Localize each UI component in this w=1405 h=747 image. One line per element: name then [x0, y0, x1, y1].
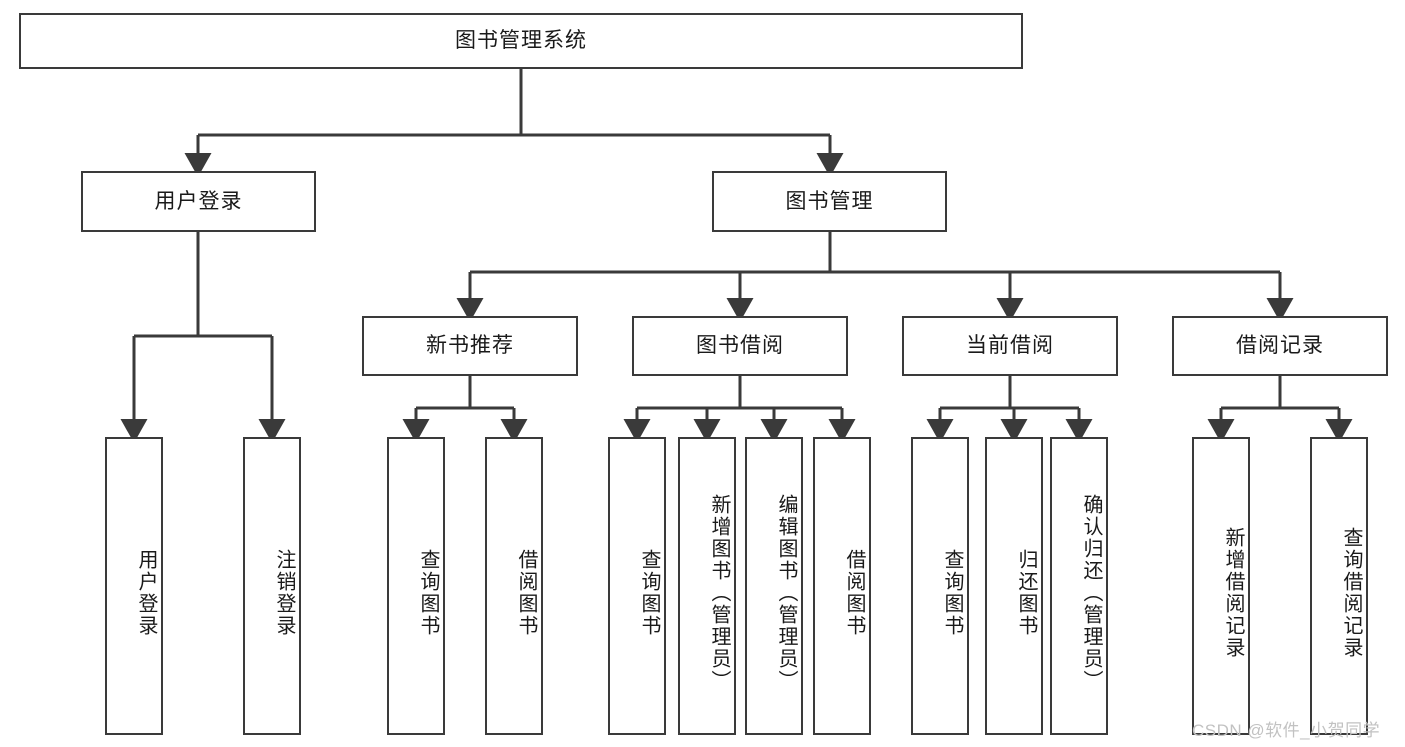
leaf-logout-label: 注销登录: [273, 549, 295, 637]
leaf-query-book-2-label: 查询图书: [638, 549, 660, 637]
node-borrow-records-label: 借阅记录: [1236, 334, 1324, 358]
node-book-management[interactable]: 图书管理: [712, 171, 947, 232]
leaf-return-book[interactable]: 归还图书: [985, 437, 1043, 735]
node-book-borrow-label: 图书借阅: [696, 334, 784, 358]
leaf-borrow-book-2[interactable]: 借阅图书: [813, 437, 871, 735]
leaf-confirm-return[interactable]: 确认归还（管理员）: [1050, 437, 1108, 735]
node-book-borrow[interactable]: 图书借阅: [632, 316, 848, 376]
node-borrow-records[interactable]: 借阅记录: [1172, 316, 1388, 376]
leaf-edit-book[interactable]: 编辑图书（管理员）: [745, 437, 803, 735]
node-new-book-recommend[interactable]: 新书推荐: [362, 316, 578, 376]
leaf-query-book-1[interactable]: 查询图书: [387, 437, 445, 735]
leaf-logout[interactable]: 注销登录: [243, 437, 301, 735]
node-new-book-recommend-label: 新书推荐: [426, 334, 514, 358]
csdn-watermark: CSDN @软件_小贺同学: [1192, 721, 1381, 740]
leaf-add-book[interactable]: 新增图书（管理员）: [678, 437, 736, 735]
leaf-add-record[interactable]: 新增借阅记录: [1192, 437, 1250, 735]
node-current-borrow-label: 当前借阅: [966, 334, 1054, 358]
node-user-login[interactable]: 用户登录: [81, 171, 316, 232]
leaf-query-book-3-label: 查询图书: [941, 549, 963, 637]
node-book-management-label: 图书管理: [785, 189, 874, 213]
leaf-query-record[interactable]: 查询借阅记录: [1310, 437, 1368, 735]
leaf-borrow-book-1-label: 借阅图书: [515, 549, 537, 637]
node-current-borrow[interactable]: 当前借阅: [902, 316, 1118, 376]
leaf-query-book-2[interactable]: 查询图书: [608, 437, 666, 735]
leaf-borrow-book-2-label: 借阅图书: [843, 549, 865, 637]
leaf-query-book-1-label: 查询图书: [417, 549, 439, 637]
node-user-login-label: 用户登录: [154, 189, 243, 213]
leaf-add-book-label: 新增图书（管理员）: [708, 494, 730, 692]
leaf-add-record-label: 新增借阅记录: [1222, 527, 1244, 659]
leaf-query-record-label: 查询借阅记录: [1340, 527, 1362, 659]
leaf-borrow-book-1[interactable]: 借阅图书: [485, 437, 543, 735]
leaf-return-book-label: 归还图书: [1015, 549, 1037, 637]
node-root[interactable]: 图书管理系统: [19, 13, 1023, 69]
leaf-edit-book-label: 编辑图书（管理员）: [775, 494, 797, 692]
leaf-user-login-label: 用户登录: [135, 549, 157, 637]
node-root-label: 图书管理系统: [455, 29, 587, 53]
leaf-query-book-3[interactable]: 查询图书: [911, 437, 969, 735]
leaf-confirm-return-label: 确认归还（管理员）: [1080, 494, 1102, 692]
leaf-user-login[interactable]: 用户登录: [105, 437, 163, 735]
